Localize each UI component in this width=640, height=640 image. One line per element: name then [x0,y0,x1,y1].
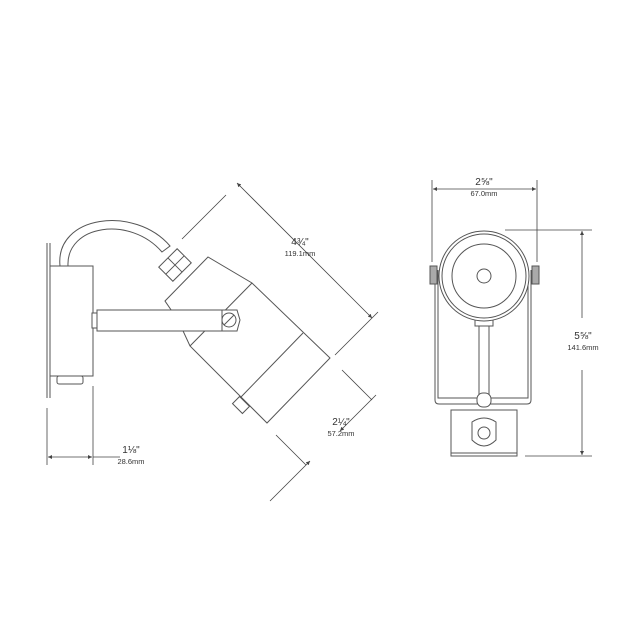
dimension-lines-front [431,180,592,457]
base-socket [471,417,497,447]
lamp-body [164,256,331,424]
metric-value: 57.2mm [327,429,355,438]
side-view [46,182,379,502]
lamp-button [231,395,251,415]
arm [96,309,238,332]
knob-right [531,265,540,285]
mount-box [49,265,94,377]
dim-label-side-diameter: 2¼" 57.2mm [327,418,354,438]
metric-value: 28.6mm [117,457,145,466]
imperial-value: 2⅝" [475,177,493,188]
dim-label-side-length: 4¾" 119.1mm [285,238,316,258]
knob-left [429,265,438,285]
cable [59,220,171,267]
cable-gland [158,248,192,282]
metric-value: 67.0mm [470,189,498,198]
dim-label-front-width: 2⅝" 67.0mm [470,178,497,198]
dimension-lines-side [46,182,379,502]
mount-tab [56,375,84,385]
dim-label-front-height: 5⅝" 141.6mm [567,332,598,352]
metric-value: 119.1mm [284,249,316,258]
front-view [429,180,592,457]
lens-icon [476,268,492,284]
imperial-value: 2¼" [332,417,350,428]
imperial-value: 1⅛" [122,445,140,456]
dim-label-side-depth: 1⅛" 28.6mm [117,446,144,466]
imperial-value: 4¾" [291,237,309,248]
stem [478,319,490,399]
imperial-value: 5⅝" [574,331,592,342]
metric-value: 141.6mm [567,343,599,352]
